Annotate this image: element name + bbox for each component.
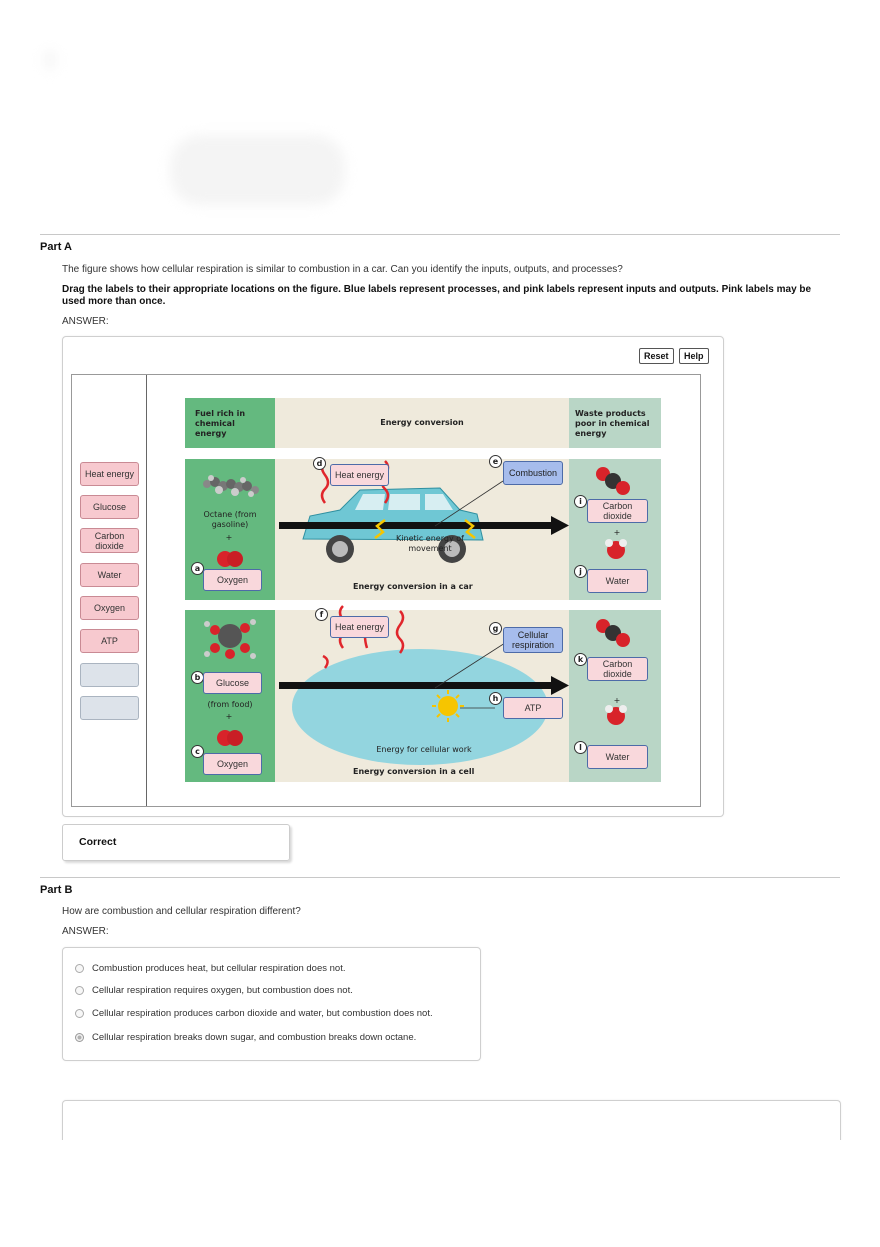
plus-sign: +: [225, 533, 233, 542]
answer-option-text: Combustion produces heat, but cellular r…: [92, 962, 346, 974]
feedback-text: Correct: [79, 836, 117, 848]
placed-label-f[interactable]: Heat energy: [330, 616, 389, 638]
atp-sun-icon: [432, 690, 464, 722]
placed-label-b[interactable]: Glucose: [203, 672, 262, 694]
marker-c: c: [191, 745, 204, 758]
plus-sign: +: [613, 528, 621, 537]
placed-label-h[interactable]: ATP: [503, 697, 563, 719]
placed-label-d[interactable]: Heat energy: [330, 464, 389, 486]
part-a-title: Part A: [40, 241, 72, 253]
placed-label-c[interactable]: Oxygen: [203, 753, 262, 775]
plus-sign: +: [225, 712, 233, 721]
waste-header-bg: [569, 398, 661, 448]
marker-a: a: [191, 562, 204, 575]
label-bank-item[interactable]: ATP: [80, 629, 139, 653]
water-molecule-icon: [605, 705, 627, 725]
empty-label-slot: [80, 696, 139, 720]
radio-button[interactable]: [75, 963, 84, 973]
placed-label-e[interactable]: Combustion: [503, 461, 563, 485]
section-divider: [40, 877, 840, 878]
octane-molecule-icon: [203, 475, 259, 497]
answer-option-text: Cellular respiration requires oxygen, bu…: [92, 984, 353, 996]
part-b-answer-label: ANSWER:: [62, 926, 109, 937]
oxygen-molecule-icon: [217, 551, 243, 567]
marker-f: f: [315, 608, 328, 621]
energy-cellular-work-label: Energy for cellular work: [376, 745, 472, 754]
answer-option[interactable]: Cellular respiration produces carbon dio…: [75, 1006, 433, 1020]
part-a-instructions: Drag the labels to their appropriate loc…: [62, 284, 812, 307]
radio-button[interactable]: [75, 985, 84, 995]
label-bank-item[interactable]: Heat energy: [80, 462, 139, 486]
cell-flow-arrow-icon: [279, 649, 569, 765]
from-food-label: (from food): [207, 700, 253, 709]
placed-label-a[interactable]: Oxygen: [203, 569, 262, 591]
marker-k: k: [574, 653, 587, 666]
energy-header: Energy conversion: [380, 418, 464, 427]
kinetic-energy-label: Kinetic energy of movement: [396, 534, 464, 553]
section-divider: [40, 234, 840, 235]
marker-d: d: [313, 457, 326, 470]
label-bank-item[interactable]: Oxygen: [80, 596, 139, 620]
label-bank-item[interactable]: Carbon dioxide: [80, 528, 139, 553]
placed-label-k[interactable]: Carbon dioxide: [587, 657, 648, 681]
marker-j: j: [574, 565, 587, 578]
placed-label-l[interactable]: Water: [587, 745, 648, 769]
reset-button[interactable]: Reset: [639, 348, 674, 364]
kinetic-energy-icon: [374, 519, 476, 539]
carbon-dioxide-molecule-icon: [596, 467, 630, 495]
part-b-question: How are combustion and cellular respirat…: [62, 906, 301, 917]
help-button[interactable]: Help: [679, 348, 709, 364]
part-b-answer-box: [62, 947, 481, 1061]
empty-label-slot: [80, 663, 139, 687]
label-bank-item[interactable]: Water: [80, 563, 139, 587]
octane-label: Octane (from gasoline): [203, 510, 257, 529]
placed-label-g[interactable]: Cellular respiration: [503, 627, 563, 653]
glucose-molecule-icon: [204, 619, 256, 659]
blurred-header-blob: [170, 135, 345, 205]
fuel-header: Fuel rich in chemical energy: [195, 409, 246, 438]
answer-option[interactable]: Cellular respiration requires oxygen, bu…: [75, 983, 353, 997]
answer-option[interactable]: Combustion produces heat, but cellular r…: [75, 961, 345, 975]
energy-header-bg: [275, 398, 569, 448]
car-flow-arrow-icon: [279, 516, 569, 535]
page-bottom-mask: [0, 1140, 880, 1247]
part-a-answer-label: ANSWER:: [62, 316, 109, 327]
feedback-box: Correct: [62, 824, 290, 861]
radio-button-selected[interactable]: [75, 1032, 84, 1042]
water-molecule-icon: [605, 539, 627, 559]
label-bank-item[interactable]: Glucose: [80, 495, 139, 519]
respiration-figure: Fuel rich in chemical energy Energy conv…: [185, 398, 691, 784]
marker-l: l: [574, 741, 587, 754]
oxygen-molecule-icon: [217, 730, 243, 746]
answer-option-text: Cellular respiration breaks down sugar, …: [92, 1031, 417, 1043]
waste-header: Waste products poor in chemical energy: [575, 409, 650, 438]
carbon-dioxide-molecule-icon: [596, 619, 630, 647]
label-bank: Heat energy Glucose Carbon dioxide Water…: [72, 375, 147, 806]
radio-button[interactable]: [75, 1008, 84, 1018]
blurred-header-blob: [45, 50, 55, 70]
marker-i: i: [574, 495, 587, 508]
part-a-intro: The figure shows how cellular respiratio…: [62, 264, 623, 275]
placed-label-i[interactable]: Carbon dioxide: [587, 499, 648, 523]
plus-sign: +: [613, 696, 621, 705]
placed-label-j[interactable]: Water: [587, 569, 648, 593]
fuel-header-bg: [185, 398, 275, 448]
energy-cell-label: Energy conversion in a cell: [353, 767, 475, 776]
energy-car-label: Energy conversion in a car: [353, 582, 473, 591]
answer-option-text: Cellular respiration produces carbon dio…: [92, 1007, 433, 1019]
marker-g: g: [489, 622, 502, 635]
answer-option-selected[interactable]: Cellular respiration breaks down sugar, …: [75, 1030, 416, 1044]
part-b-title: Part B: [40, 884, 73, 896]
drag-drop-workarea: Heat energy Glucose Carbon dioxide Water…: [71, 374, 701, 807]
marker-h: h: [489, 692, 502, 705]
marker-e: e: [489, 455, 502, 468]
figure-illustration: [203, 460, 630, 765]
